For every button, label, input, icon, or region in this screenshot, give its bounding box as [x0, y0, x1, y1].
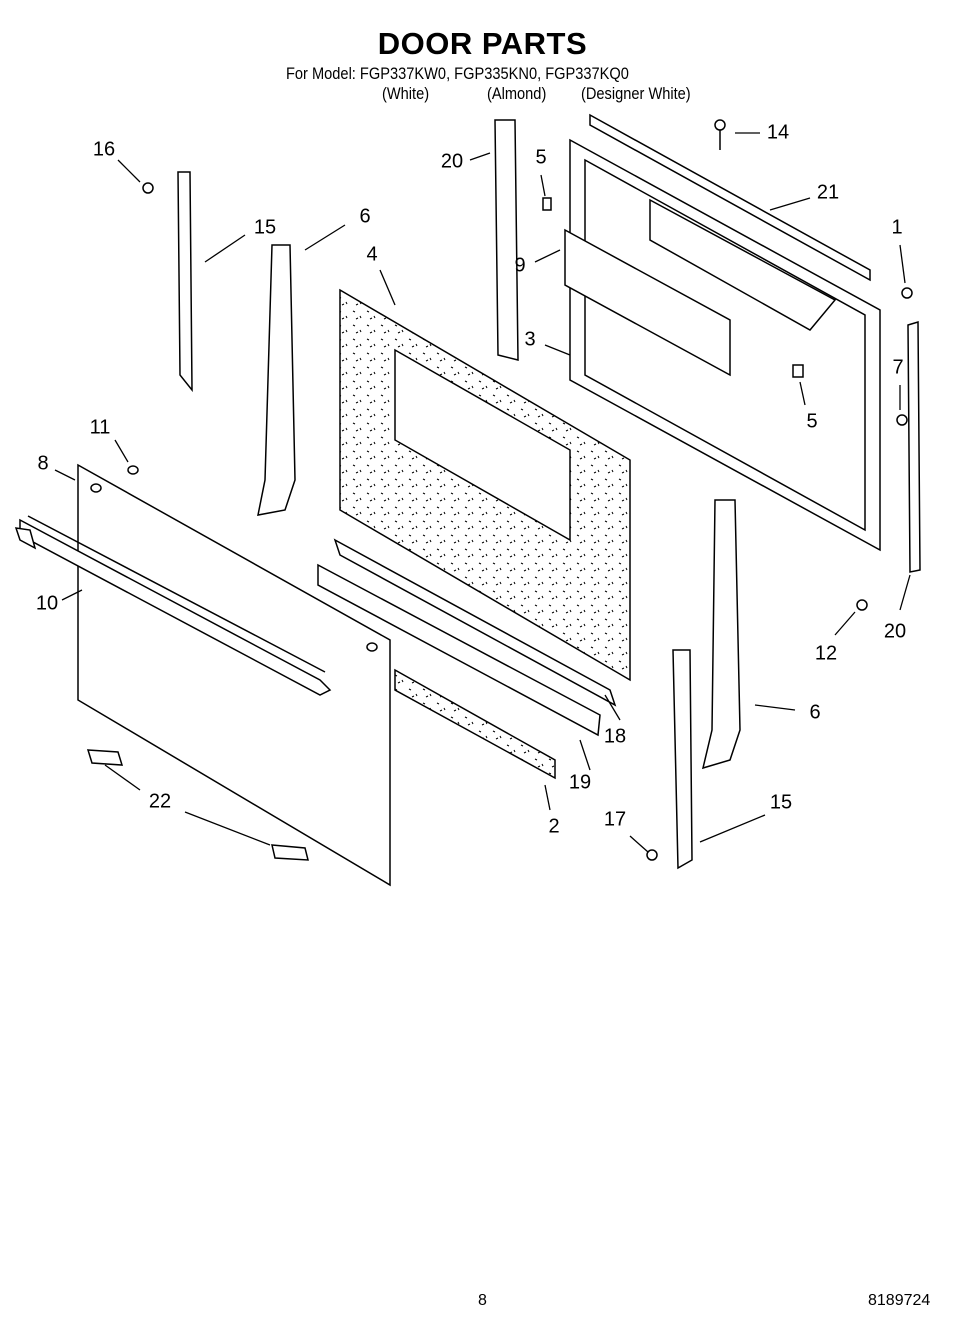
color-almond: (Almond) — [487, 84, 547, 103]
document-number: 8189724 — [868, 1292, 931, 1309]
callout-label: 16 — [92, 138, 116, 161]
side-trim-left — [494, 119, 519, 361]
color-designer-white: (Designer White) — [581, 84, 691, 103]
callout-label: 15 — [253, 216, 277, 239]
callout-label: 20 — [440, 150, 464, 173]
callout-label: 14 — [766, 121, 790, 144]
callout-label: 22 — [148, 790, 172, 813]
inner-door-panel — [339, 288, 631, 682]
callout-label: 12 — [814, 642, 838, 665]
hinge-support-left — [177, 171, 193, 393]
color-white: (White) — [382, 84, 430, 103]
callout-label: 21 — [816, 181, 840, 204]
callout-label: 17 — [603, 808, 627, 831]
callout-label: 10 — [35, 592, 59, 615]
callout-label: 6 — [359, 205, 371, 228]
fasteners — [86, 119, 913, 861]
door-channels — [317, 538, 617, 780]
inner-door-frame — [564, 138, 881, 552]
callout-label: 15 — [769, 791, 793, 814]
callout-label: 2 — [548, 815, 560, 838]
callout-label: 8 — [37, 452, 49, 475]
page-title: DOOR PARTS — [377, 26, 588, 61]
callout-label: 3 — [524, 328, 536, 351]
callout-label: 5 — [535, 146, 547, 169]
callout-label: 4 — [366, 243, 378, 266]
leader-lines — [54, 132, 911, 853]
callout-label: 5 — [806, 410, 818, 433]
callout-label: 1 — [891, 216, 903, 239]
callout-label: 20 — [883, 620, 907, 643]
door-handle — [14, 515, 332, 696]
callout-label: 19 — [568, 771, 592, 794]
callout-label: 6 — [809, 701, 821, 724]
hinge-right — [701, 499, 741, 770]
hinge-left — [257, 244, 296, 516]
callout-label: 9 — [514, 254, 526, 277]
outer-door-panel — [77, 463, 391, 887]
model-numbers: For Model: FGP337KW0, FGP335KN0, FGP337K… — [286, 64, 629, 83]
callout-label: 7 — [892, 356, 904, 379]
door-top-trim — [589, 113, 871, 282]
page-number: 8 — [478, 1292, 487, 1309]
callout-label: 18 — [603, 725, 627, 748]
callout-label: 11 — [89, 416, 111, 439]
side-trim-right — [907, 320, 921, 573]
hinge-support-right — [672, 649, 693, 870]
